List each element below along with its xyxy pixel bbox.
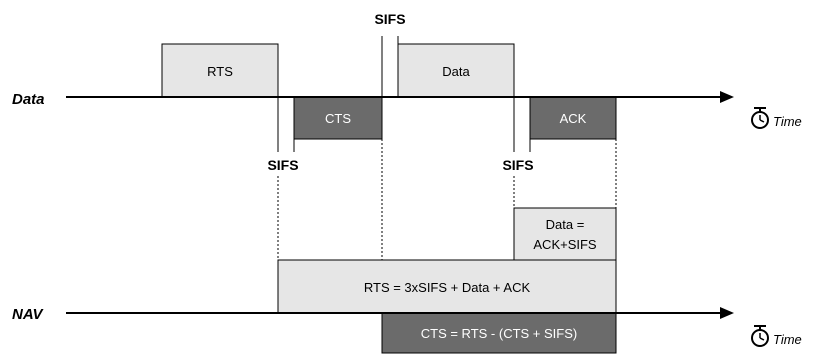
dotted-guides xyxy=(277,139,617,260)
data-nav-box xyxy=(513,207,617,261)
time-label-top: Time xyxy=(773,114,802,129)
cts-nav-label: CTS = RTS - (CTS + SIFS) xyxy=(421,326,578,341)
sifs-label-right: SIFS xyxy=(502,157,533,173)
data-frame xyxy=(397,43,515,98)
data-nav-line1: Data = xyxy=(546,217,585,232)
data-frame-label: Data xyxy=(442,64,470,79)
data-nav-line2: ACK+SIFS xyxy=(533,237,597,252)
sifs-label-top: SIFS xyxy=(374,11,405,27)
nav-timeline-arrow xyxy=(66,307,734,319)
stopwatch-icon xyxy=(751,325,769,347)
ack-frame xyxy=(529,96,617,140)
stopwatch-icon xyxy=(751,107,769,129)
rts-frame xyxy=(161,43,279,98)
sifs-label-left: SIFS xyxy=(267,157,298,173)
ack-frame-label: ACK xyxy=(560,111,587,126)
rts-nav-label: RTS = 3xSIFS + Data + ACK xyxy=(364,280,531,295)
time-label-bottom: Time xyxy=(773,332,802,347)
rts-nav-box xyxy=(277,259,617,314)
data-row-label: Data xyxy=(12,91,45,108)
rts-frame-label: RTS xyxy=(207,64,233,79)
nav-row-label: NAV xyxy=(12,306,45,323)
data-timeline-arrow xyxy=(66,91,734,103)
cts-frame-label: CTS xyxy=(325,111,351,126)
sifs-lines xyxy=(277,36,531,152)
cts-frame xyxy=(293,96,383,140)
